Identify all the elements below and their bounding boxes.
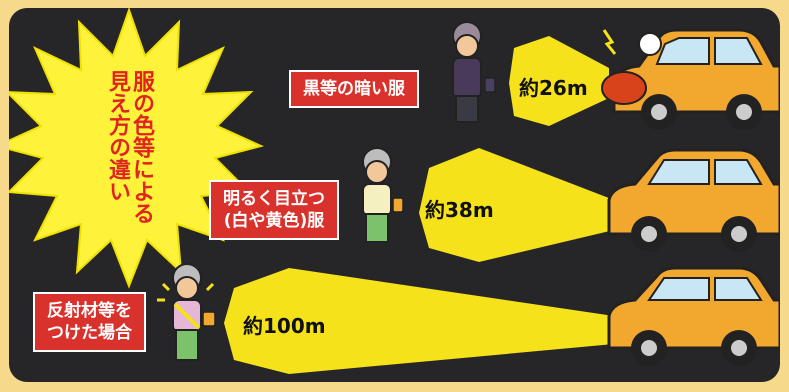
scene-drawing (9, 8, 780, 374)
label-reflector-line-1: 反射材等を (47, 301, 132, 321)
distance-bright-clothes: 約38m (425, 198, 494, 222)
label-reflector-line-2: つけた場合 (47, 323, 132, 343)
label-bright-clothes: 明るく目立つ (白や黄色)服 (209, 180, 339, 240)
pedestrian-reflector (157, 263, 216, 361)
headlight-beam-2 (419, 148, 614, 262)
car-3 (607, 266, 780, 366)
label-bright-clothes-line-2: (白や黄色)服 (223, 211, 325, 231)
illustration-panel: 服の色等による 見え方の違い 黒等の暗い服 明るく目立つ (白や黄色)服 反射材… (9, 8, 780, 382)
burst-title-line-2: 見え方の違い (105, 70, 130, 202)
headlight-beam-1 (509, 36, 609, 126)
label-dark-clothes-line-1: 黒等の暗い服 (303, 79, 405, 99)
label-bright-clothes-line-1: 明るく目立つ (223, 189, 325, 209)
label-reflector: 反射材等を つけた場合 (33, 292, 146, 352)
distance-dark-clothes: 約26m (519, 76, 588, 100)
pedestrian-bright-clothes (362, 147, 404, 243)
distance-reflector: 約100m (243, 314, 326, 338)
pedestrian-dark-clothes (452, 21, 496, 123)
headlight-beam-3 (224, 268, 614, 374)
burst-title-line-1: 服の色等による (129, 70, 154, 224)
car-2 (607, 148, 780, 252)
label-dark-clothes: 黒等の暗い服 (289, 70, 419, 108)
starburst-shape (9, 8, 264, 289)
car-1 (601, 28, 780, 130)
